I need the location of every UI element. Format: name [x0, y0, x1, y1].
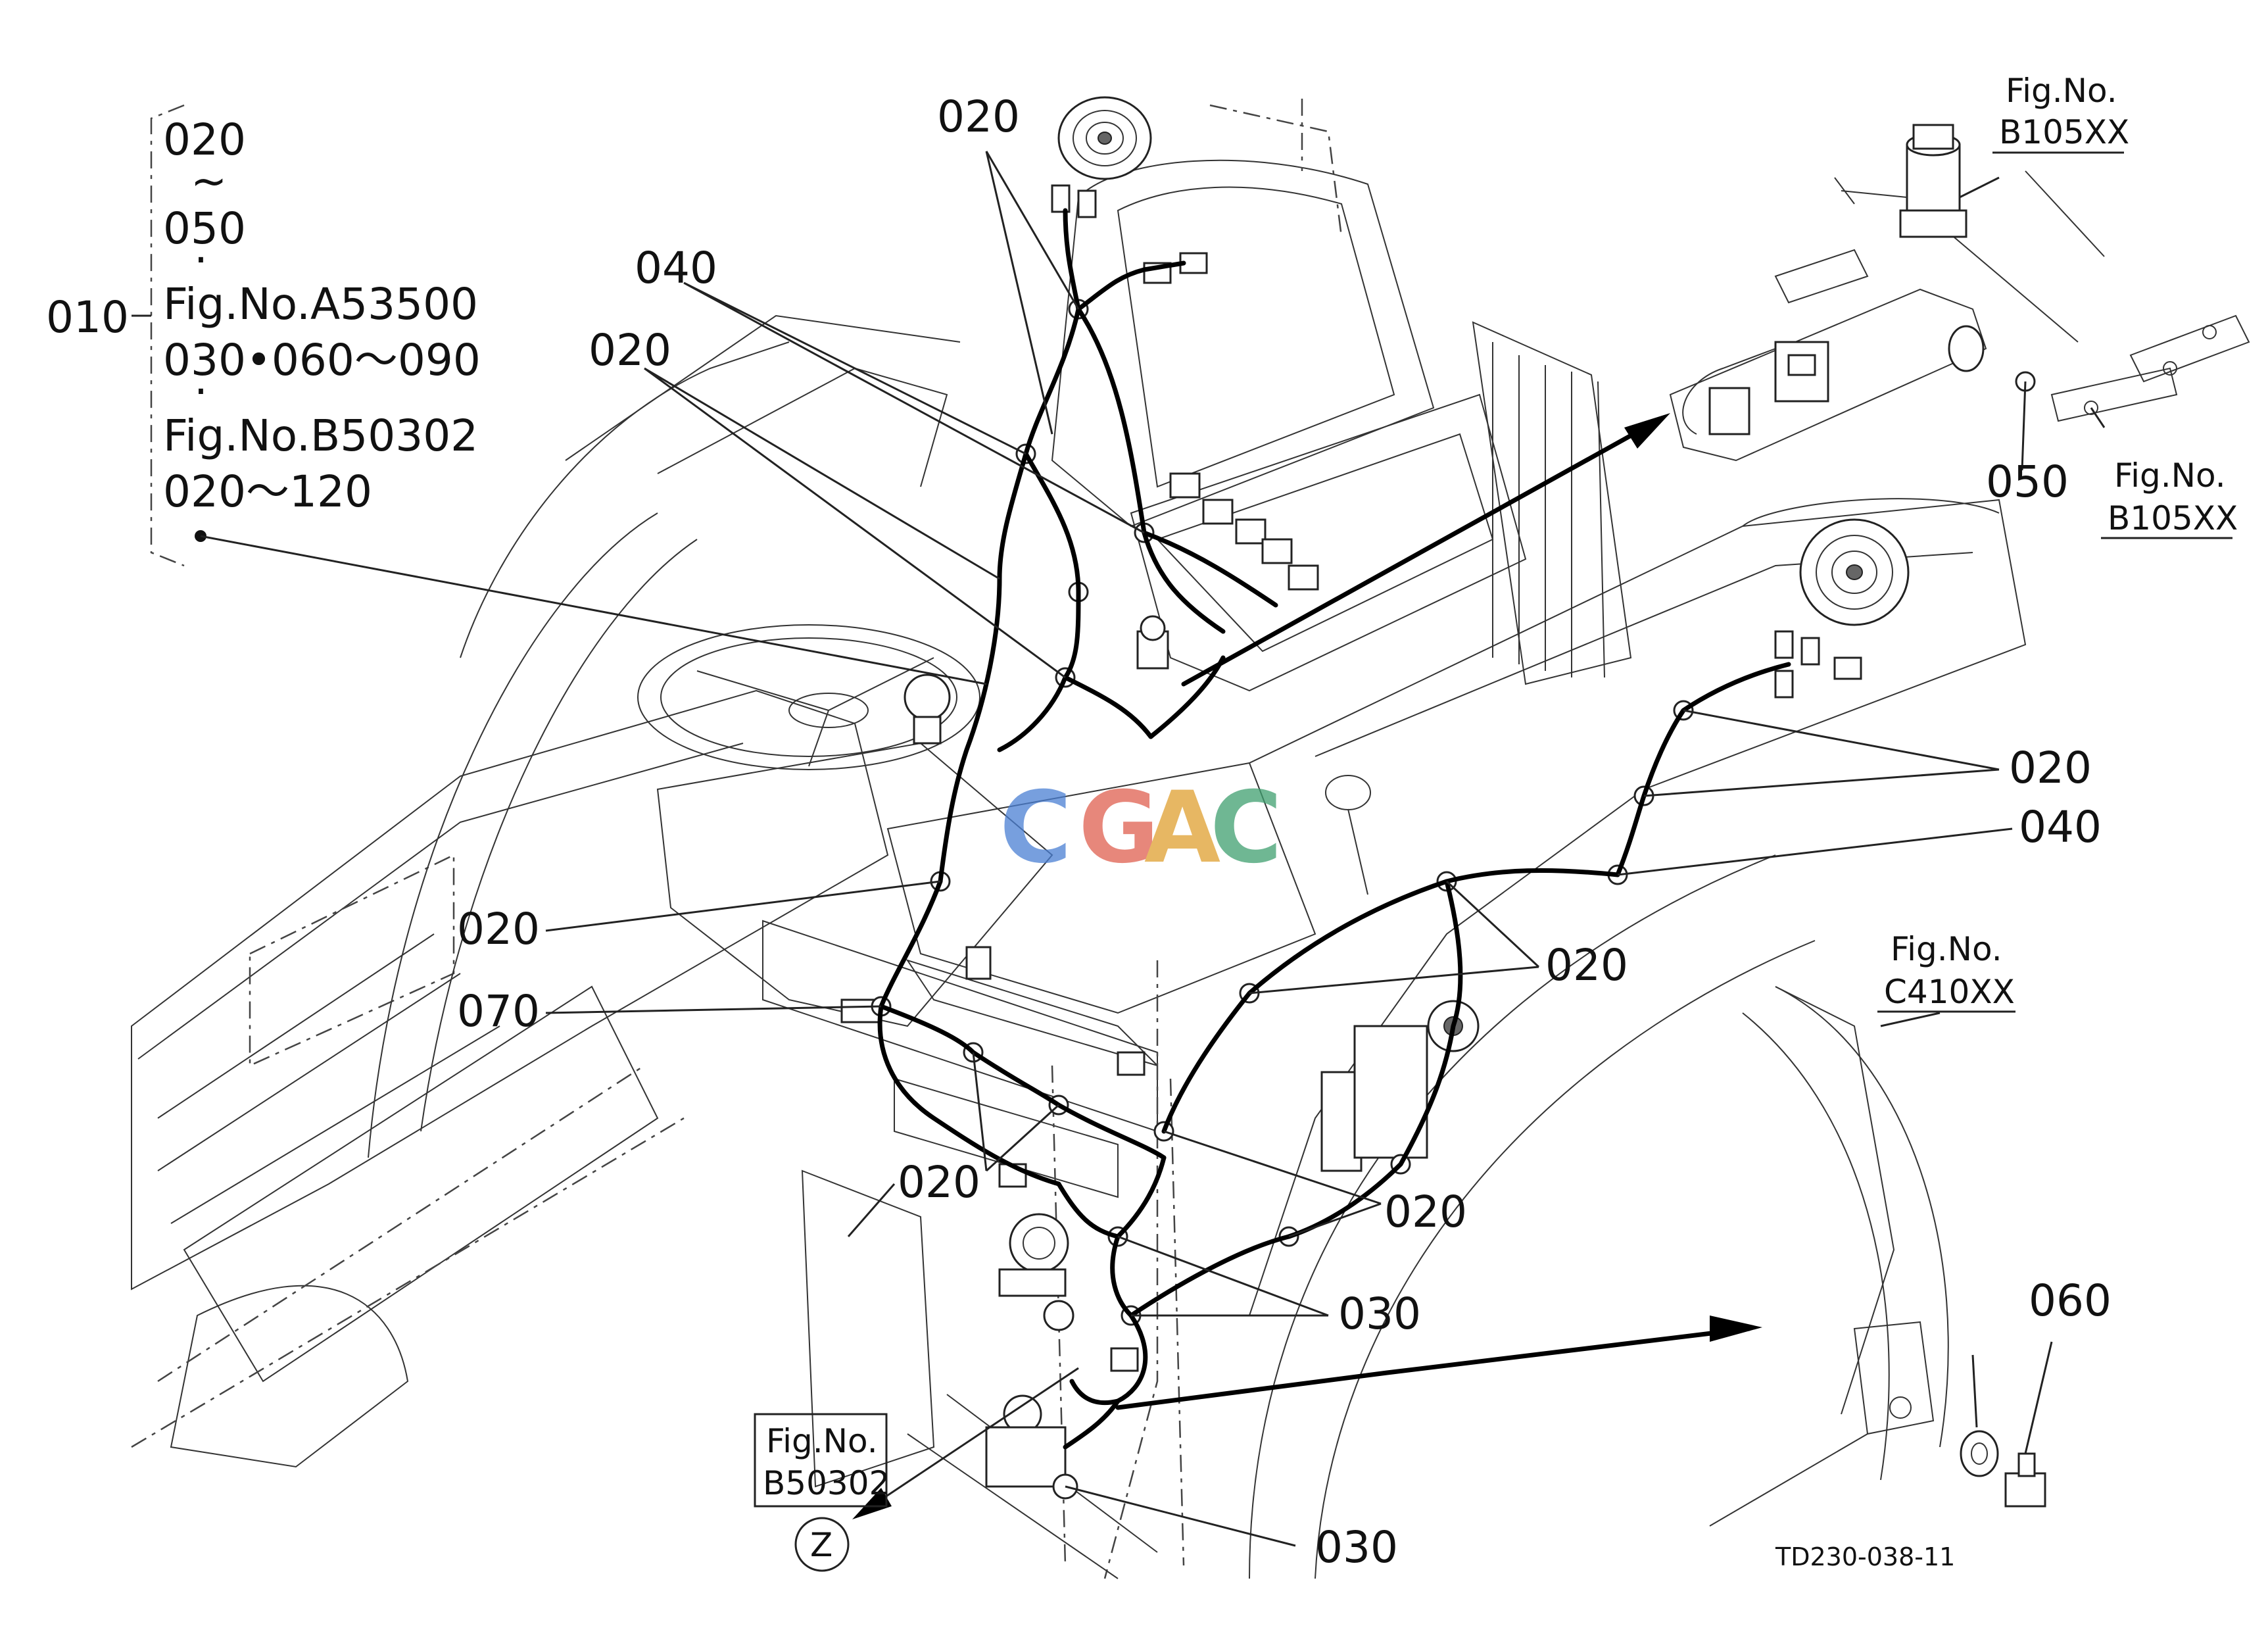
- fig-ref-line2: C410XX: [1884, 973, 2015, 1011]
- machine-outline: [131, 99, 2250, 1579]
- bracket-line-3: 050: [163, 203, 246, 254]
- fig-ref-b105-top: Fig.No. B105XX: [1992, 72, 2129, 154]
- watermark-logo: C G A C: [1000, 771, 1282, 885]
- svg-text:C: C: [1000, 771, 1072, 885]
- svg-text:G: G: [1078, 771, 1159, 885]
- switch-icon: [904, 615, 1480, 1500]
- bullet-dot: ·: [194, 235, 208, 285]
- fig-ref-line2: B50302: [763, 1464, 890, 1502]
- callout-020-right: 020: [2009, 743, 2092, 793]
- horn-icon: [1799, 518, 1910, 626]
- bullet-dot: ·: [194, 366, 208, 417]
- callout-030-right: 030: [1338, 1289, 1421, 1339]
- callout-020-upper-left: 020: [589, 325, 671, 376]
- fig-ref-line2: B105XX: [1999, 113, 2129, 151]
- bracket-line-6: Fig.No.B50302: [163, 410, 478, 461]
- callout-020-lower-right: 020: [1384, 1187, 1467, 1237]
- callout-labels: 020 040 020 020 040 020 070 020 020 020 …: [457, 91, 2111, 1573]
- fig-ref-line1: Fig.No.: [1891, 930, 2002, 968]
- horn-icon: [1057, 96, 1152, 180]
- callout-030-bottom: 030: [1315, 1522, 1398, 1573]
- bracket-group: 010 020 ~ 050 · Fig.No.A53500 030•060～09…: [46, 104, 987, 685]
- callout-020-top: 020: [937, 91, 1020, 142]
- callout-070: 070: [457, 986, 540, 1037]
- bracket-line-5: 030•060～090: [163, 335, 481, 385]
- fig-ref-line1: Fig.No.: [2114, 456, 2226, 495]
- bracket-line-4: Fig.No.A53500: [163, 279, 478, 330]
- fig-ref-line1: Fig.No.: [766, 1422, 878, 1460]
- fig-ref-b105-mid: Fig.No. B105XX: [2101, 456, 2238, 539]
- bracket-line-1: 020: [163, 114, 246, 165]
- ground-bolt-icon: [1960, 1354, 2046, 1508]
- callout-020-mid-left: 020: [457, 904, 540, 954]
- fig-ref-line2: B105XX: [2108, 499, 2238, 537]
- callout-060: 060: [2029, 1275, 2111, 1326]
- detail-arrow: [852, 413, 1762, 1519]
- view-marker-circle: [794, 1517, 850, 1572]
- svg-text:A: A: [1144, 771, 1220, 885]
- drawing-id: TD230-038-11: [1775, 1542, 1955, 1571]
- bracket-label: 010: [46, 292, 129, 343]
- callout-020-lower-left: 020: [898, 1157, 980, 1208]
- fig-ref-line1: Fig.No.: [2006, 72, 2117, 110]
- fig-ref-b50302: Fig.No. B50302 Z: [754, 1413, 890, 1572]
- svg-text:C: C: [1210, 771, 1282, 885]
- view-marker: Z: [810, 1526, 832, 1564]
- callout-040-upper: 040: [635, 243, 717, 293]
- key-switch-icon: [1708, 124, 2036, 435]
- bracket-line-7: 020～120: [163, 466, 372, 517]
- callout-leaders: [545, 151, 2106, 1547]
- fig-ref-c410: Fig.No. C410XX: [1877, 930, 2015, 1013]
- callout-050: 050: [1986, 456, 2069, 507]
- bracket-line-2: ~: [191, 156, 227, 207]
- callout-040-right: 040: [2019, 802, 2102, 852]
- callout-020-mid-right: 020: [1545, 940, 1628, 991]
